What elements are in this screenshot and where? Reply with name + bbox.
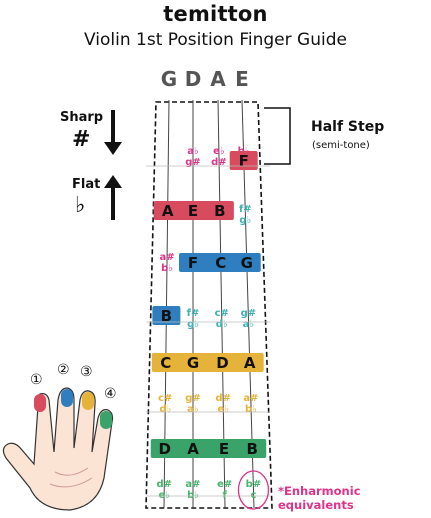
half-step-title: Half Step (311, 119, 385, 135)
accidental-upper: a♭ (187, 146, 199, 157)
accidental-upper: f# (187, 308, 200, 319)
accidental-lower: d♭ (159, 404, 171, 415)
note-f-row-5: F (188, 254, 198, 272)
accidental-lower: e♭ (217, 404, 229, 415)
fingerboard-outline (145, 101, 273, 509)
note-c-row-8: C (160, 354, 171, 372)
accidental-upper: g# (185, 393, 201, 404)
accidental-lower: a♭ (243, 319, 255, 330)
accidental-upper: a# (159, 252, 174, 263)
note-f-row-1: F (239, 152, 249, 170)
accidental-lower: g# (185, 157, 201, 168)
accidental-note: f#g♭ (187, 308, 200, 330)
accidental-note: a#b♭ (185, 479, 200, 501)
accidental-lower: b♭ (245, 404, 257, 415)
accidental-note: e#f (217, 479, 232, 501)
note-b-row-10: B (247, 440, 258, 458)
half-step-bracket (264, 107, 291, 165)
accidental-lower: d# (211, 157, 227, 168)
finger-number-3: ③ (80, 364, 93, 380)
accidental-upper: g# (241, 308, 257, 319)
accidental-lower: f (222, 490, 227, 501)
accidental-lower: b♭ (161, 263, 173, 274)
finger-bar-row-6 (152, 306, 181, 325)
page-title: Violin 1st Position Finger Guide (84, 30, 347, 50)
accidental-lower: g♭ (239, 215, 251, 226)
note-c-row-5: C (215, 254, 226, 272)
sharp-label: Sharp (60, 110, 104, 125)
accidental-upper: e# (217, 479, 232, 490)
note-g-row-5: G (241, 254, 253, 272)
finger4-tip (100, 411, 112, 429)
finger-number-2: ② (57, 362, 70, 378)
string-name-d: D (185, 67, 202, 91)
up-arrow-icon (104, 175, 122, 220)
hand-illustration (2, 387, 114, 511)
accidental-upper: e♭ (213, 146, 225, 157)
accidental-note: d#e♭ (215, 393, 231, 415)
finger-bar-row-5 (179, 253, 261, 272)
accidental-upper: c# (158, 393, 172, 404)
accidental-upper: d# (156, 479, 172, 490)
accidental-note: a#b♭ (243, 393, 258, 415)
accidental-upper: f# (239, 204, 252, 215)
brand-name: temitton (163, 2, 268, 26)
string-name-g: G (161, 67, 177, 91)
accidental-note: f#g♭ (239, 204, 252, 226)
accidental-note: c#d♭ (215, 308, 229, 330)
finger-bar-row-8 (151, 353, 264, 372)
finger-bar-row-2 (153, 201, 234, 220)
note-d-row-8: D (216, 354, 228, 372)
note-g-row-8: G (187, 354, 199, 372)
half-step-subtitle: (semi-tone) (312, 140, 370, 151)
finger3-tip (82, 392, 94, 410)
flat-symbol: ♭ (75, 193, 86, 218)
finger2-tip (61, 389, 73, 407)
accidental-lower: d♭ (216, 319, 228, 330)
accidental-note: g#a♭ (185, 393, 201, 415)
accidental-note: a♭g# (185, 146, 201, 168)
accidental-upper: d# (215, 393, 231, 404)
finger-number-4: ④ (104, 386, 117, 402)
accidental-upper: b# (246, 479, 262, 490)
accidental-upper: a# (243, 393, 258, 404)
note-e-row-2: E (188, 202, 198, 220)
string-name-e: E (235, 67, 249, 91)
accidental-note: c#d♭ (158, 393, 172, 415)
enharmonic-circle (237, 470, 270, 510)
note-b-row-2: B (214, 202, 225, 220)
finger-bar-row-1 (229, 151, 258, 170)
accidental-lower: g♭ (187, 319, 199, 330)
flat-label: Flat (72, 177, 101, 192)
note-d-row-10: D (159, 440, 171, 458)
finger1-tip (34, 394, 46, 412)
accidental-note: d#e♭ (156, 479, 172, 501)
accidental-note: e♭d# (211, 146, 227, 168)
string-name-a: A (210, 67, 226, 91)
finger-number-1: ① (30, 372, 43, 388)
note-b-row-6: B (161, 307, 172, 325)
accidental-lower: b♭ (187, 490, 199, 501)
accidental-upper: a# (185, 479, 200, 490)
note-a-row-8: A (244, 354, 256, 372)
enharmonic-note: *Enharmonic equivalents (278, 484, 361, 512)
note-e-row-10: E (219, 440, 229, 458)
note-a-row-10: A (187, 440, 199, 458)
sharp-symbol: # (72, 127, 91, 152)
accidental-upper: c# (215, 308, 229, 319)
finger-bar-row-10 (150, 439, 267, 458)
accidental-note: b#c (246, 479, 262, 501)
accidental-lower: c (250, 490, 256, 501)
accidental-note: g#a♭ (241, 308, 257, 330)
accidental-lower: a♭ (187, 404, 199, 415)
note-a-row-2: A (162, 202, 174, 220)
accidental-note: a#b♭ (159, 252, 174, 274)
accidental-lower: e♭ (158, 490, 170, 501)
down-arrow-icon (104, 110, 122, 155)
